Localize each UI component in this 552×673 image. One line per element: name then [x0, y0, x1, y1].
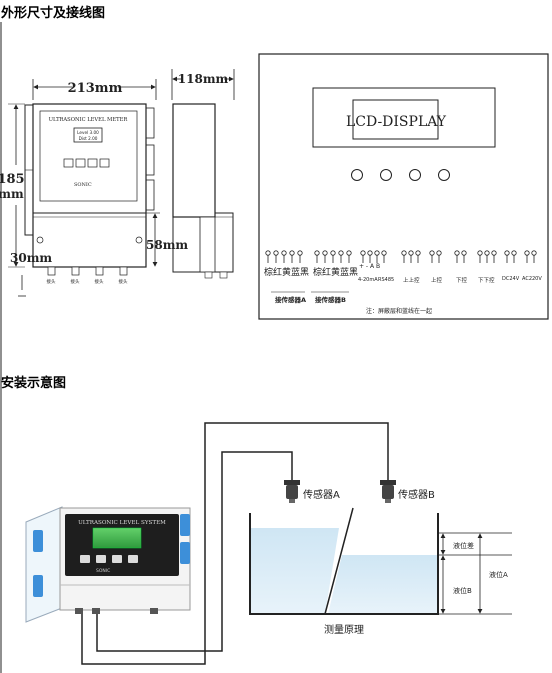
sensor-a-icon: [284, 480, 300, 503]
dim-height: 185: [0, 172, 25, 187]
terminal-screw: [401, 250, 407, 256]
terminal-screw: [504, 250, 510, 256]
terminal-screw: [281, 250, 287, 256]
terminal-screw: [322, 250, 328, 256]
terminal-screw: [454, 250, 460, 256]
sensor-a-colors: 棕红黄蓝黑: [264, 266, 309, 278]
terminal-screw: [511, 250, 517, 256]
dim-width: 213mm: [68, 81, 123, 96]
terminal-screw: [491, 250, 497, 256]
level-diff-label: 液位差: [453, 541, 474, 550]
sensor-b-label: 传感器B: [398, 488, 435, 501]
terminal-screw: [273, 250, 279, 256]
level-b-label: 液位B: [453, 586, 472, 595]
terminal-screw: [289, 250, 295, 256]
dim-lower: 58mm: [146, 238, 188, 252]
dim-depth: 118mm: [178, 72, 229, 86]
device-button: [128, 555, 138, 563]
dim-bottom: 30mm: [10, 251, 52, 265]
sensor-b-caption: 接传感器B: [315, 295, 346, 304]
device-lcd: [92, 527, 142, 549]
terminal-screw: [367, 250, 373, 256]
front-button-3: [87, 158, 98, 168]
front-lcd-line2: Dist 2.00: [79, 136, 98, 141]
terminal-screw: [314, 250, 320, 256]
section-title-dimensions: 外形尺寸及接线图: [1, 6, 106, 21]
front-lcd-line1: Level 3.00: [77, 130, 99, 135]
relay-label: 上上控: [403, 276, 420, 284]
terminal-screw: [461, 250, 467, 256]
sensor-a-label: 传感器A: [303, 488, 340, 501]
relay-label: 上控: [431, 276, 443, 284]
front-brand: SONIC: [74, 182, 92, 188]
panel-key: [380, 169, 392, 181]
dim-height-unit: mm: [0, 187, 24, 201]
terminal-screw: [265, 250, 271, 256]
terminal-screw: [297, 250, 303, 256]
terminal-screw: [381, 250, 387, 256]
terminal-screw: [477, 250, 483, 256]
terminal-screw: [415, 250, 421, 256]
power-dc-label: DC24V: [502, 276, 520, 282]
device-button: [112, 555, 122, 563]
section-title-installation: 安装示意图: [1, 376, 67, 391]
sensor-b-icon: [380, 480, 396, 503]
installation-diagram: ULTRASONIC LEVEL SYSTEM SONIC 传感器A 传: [25, 422, 512, 665]
rs485-label: RS485: [378, 277, 394, 283]
front-button-1: [63, 158, 74, 168]
measure-principle-caption: 测量原理: [324, 623, 364, 636]
terminal-screw: [374, 250, 380, 256]
pm-ab-label: + - A B: [359, 263, 380, 270]
terminal-screw: [524, 250, 530, 256]
terminal-screw: [484, 250, 490, 256]
sensor-a-caption: 接传感器A: [275, 295, 306, 304]
front-button-4: [99, 158, 110, 168]
gland-label: 接头: [47, 278, 56, 285]
power-ac-label: AC220V: [522, 276, 542, 282]
terminal-screw: [531, 250, 537, 256]
panel-key: [351, 169, 363, 181]
terminal-screw: [436, 250, 442, 256]
front-view-drawing: 213mm ULTRASONIC LEVEL METER Level 3.00 …: [0, 79, 188, 297]
terminal-screw: [338, 250, 344, 256]
sensor-b-colors: 棕红黄蓝黑: [313, 266, 358, 278]
device-button: [80, 555, 90, 563]
side-view-drawing: 118mm: [171, 69, 235, 279]
gland-label: 接头: [95, 278, 104, 285]
terminal-row: [265, 250, 537, 263]
terminal-screw: [360, 250, 366, 256]
wiring-panel: LCD-DISPLAY 棕红黄蓝黑 棕红黄蓝黑 + - A B 4-20mA R…: [258, 53, 549, 320]
front-model-title: ULTRASONIC LEVEL METER: [49, 117, 129, 123]
gland-label: 接头: [71, 278, 80, 285]
level-meter-device: ULTRASONIC LEVEL SYSTEM SONIC: [25, 506, 191, 623]
front-button-2: [75, 158, 86, 168]
device-model-title: ULTRASONIC LEVEL SYSTEM: [78, 520, 166, 526]
lcd-display-label: LCD-DISPLAY: [346, 114, 447, 130]
relay-label: 下控: [456, 276, 468, 284]
device-brand: SONIC: [96, 568, 110, 574]
terminal-screw: [346, 250, 352, 256]
relay-label: 下下控: [478, 276, 495, 284]
panel-key: [438, 169, 450, 181]
terminal-screw: [429, 250, 435, 256]
panel-key: [409, 169, 421, 181]
device-button: [96, 555, 106, 563]
terminal-screw: [408, 250, 414, 256]
analog-label: 4-20mA: [358, 277, 378, 283]
wiring-note: 注：屏蔽层和蓝线在一起: [366, 307, 432, 315]
terminal-screw: [330, 250, 336, 256]
level-a-label: 液位A: [489, 570, 508, 579]
gland-label: 接头: [119, 278, 128, 285]
